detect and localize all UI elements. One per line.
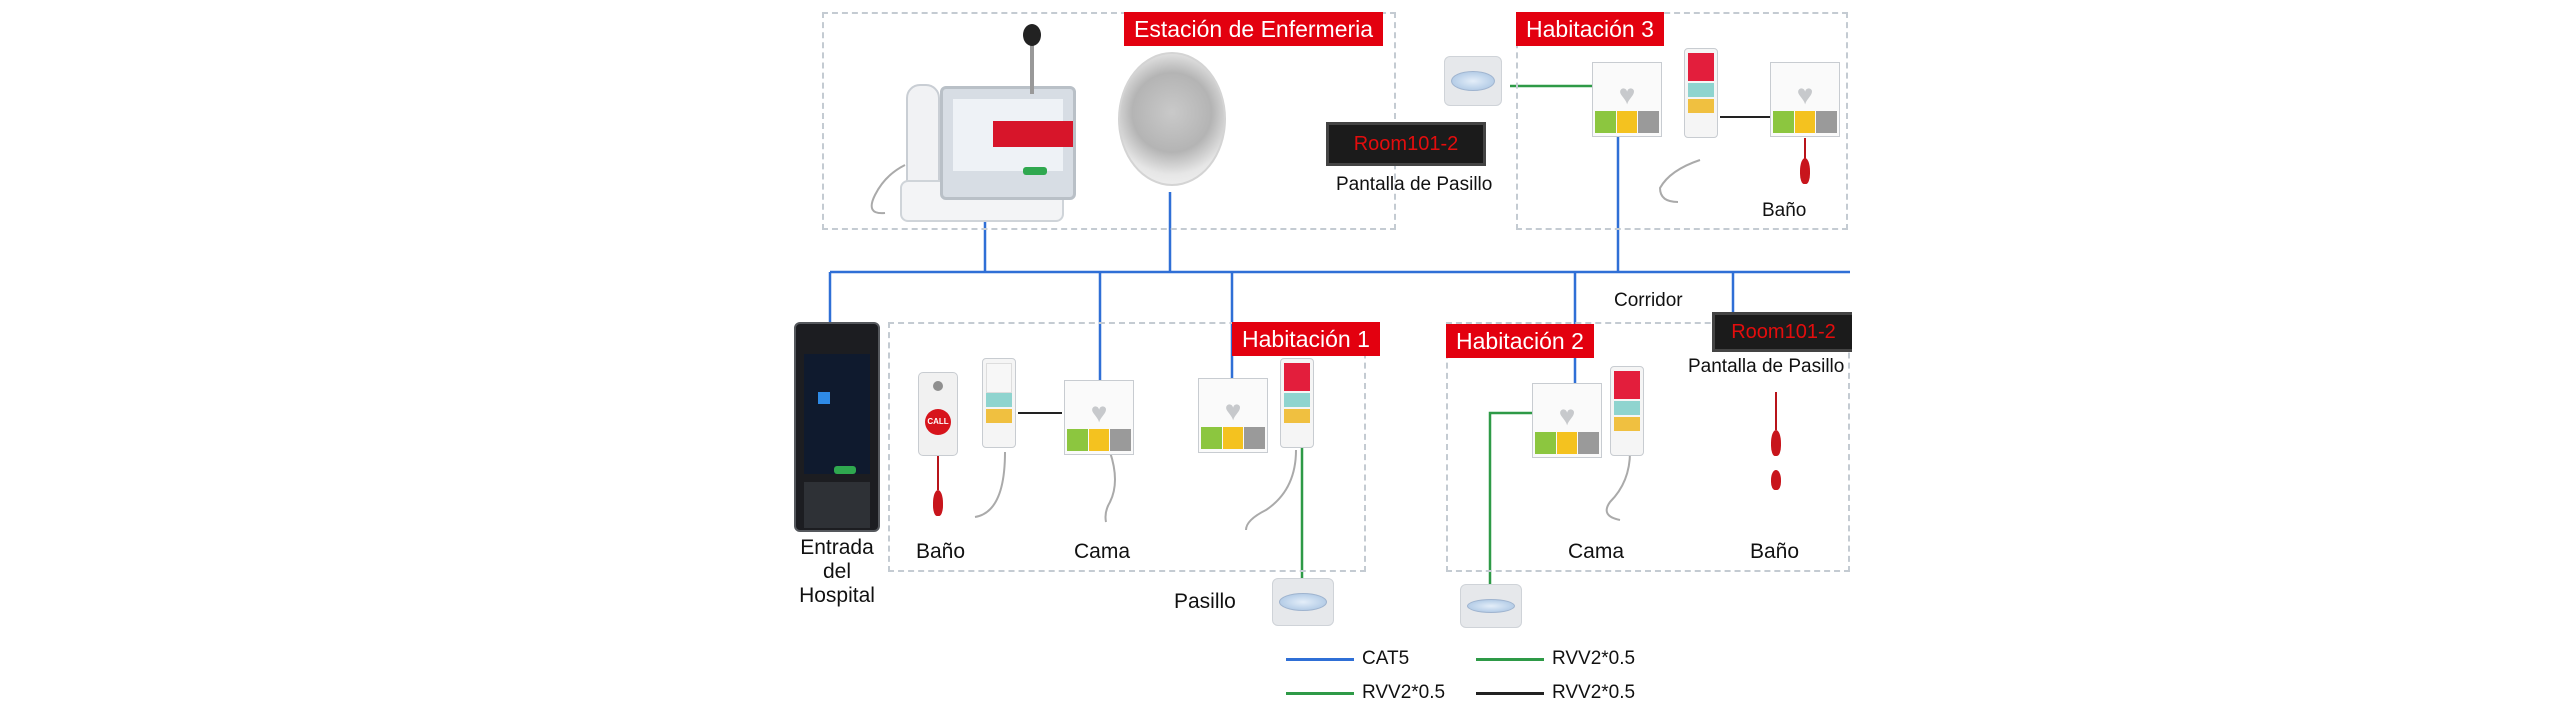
room2-bath-label: Baño [1750,540,1800,563]
corridor-display-1-caption: Pantalla de Pasillo [1336,174,1493,195]
nurse-station-frame [822,12,1396,230]
room1-title: Habitación 1 [1232,322,1380,356]
room1-bed-unit-1: ♥ [1064,380,1134,455]
console-screen [940,86,1076,200]
room2-call-handle [1610,366,1644,456]
corridor-display-1: Room101-2 [1326,122,1486,166]
legend-label-rvv-green-2: RVV2*0.5 [1362,682,1446,703]
microphone-head-icon [1023,24,1041,46]
room1-bath-call-button: CALL [918,372,958,456]
room2-bed-unit: ♥ [1532,383,1602,458]
room3-frame [1516,12,1848,230]
entrance-label-line1: Entrada [800,536,874,559]
corridor-display-2-caption: Pantalla de Pasillo [1688,356,1845,377]
gooseneck-microphone [1030,34,1034,94]
heart-icon: ♥ [1224,395,1242,426]
room3-coiled-cord [1658,159,1701,203]
nurse-station-title: Estación de Enfermeria [1124,12,1384,46]
legend-label-rvv-black: RVV2*0.5 [1552,682,1636,703]
room1-corridor-lamp [1272,578,1334,626]
room1-bed-unit-2: ♥ [1198,378,1268,453]
legend-swatch-rvv-green-1 [1476,658,1544,661]
room3-pull-cord [1800,158,1810,184]
corridor-label: Corridor [1614,290,1683,311]
cat5-wires [828,130,1850,385]
entrance-label: Entrada del Hospital [782,536,892,608]
rvv-green-wires [1300,84,1595,590]
corridor-display-2: Room101-2 [1712,312,1852,352]
room1-call-handle [1280,358,1314,448]
heart-icon: ♥ [1558,400,1576,431]
rvv-black-wires [1018,116,1770,414]
room1-bath-label: Baño [916,540,966,563]
hospital-entrance-panel [794,322,880,532]
corridor-display-2-text: Room101-2 [1731,321,1836,343]
room3-bath-unit: ♥ [1770,62,1840,137]
legend-swatch-rvv-green-2 [1286,692,1354,695]
room1-handle-cord [1245,449,1297,531]
room2-coiled-cord [1605,451,1631,521]
rvv-room2-corridor-lamp [1488,411,1535,590]
entrance-label-line2: del [822,560,852,583]
room2-bed-label: Cama [1568,540,1625,563]
room1-frame [888,322,1366,572]
nurse-desk-console [880,24,1080,222]
room2-frame [1446,322,1850,572]
room3-title: Habitación 3 [1516,12,1664,46]
room1-bath-cord [974,451,1006,518]
heart-icon: ♥ [1796,79,1814,110]
room1-bed-label: Cama [1074,540,1131,563]
room1-coiled-cord [1104,451,1116,523]
room2-corridor-lamp [1460,584,1522,628]
heart-icon: ♥ [1090,397,1108,428]
legend-swatch-rvv-black [1476,692,1544,695]
room3-bath-label: Baño [1762,200,1807,221]
room1-bath-handle [982,358,1016,448]
room3-bed-unit: ♥ [1592,62,1662,137]
room2-pull-cord-lower [1771,470,1781,490]
room1-pull-cord [933,490,943,516]
heart-icon: ♥ [1618,79,1636,110]
room1-call-button-text: CALL [925,409,951,435]
legend-label-cat5: CAT5 [1362,648,1410,669]
console-handset [906,84,940,198]
room3-call-handle [1684,48,1718,138]
room2-pull-cord [1771,430,1781,456]
room2-title: Habitación 2 [1446,324,1594,358]
corridor-display-1-text: Room101-2 [1353,133,1459,155]
corridor-lamp-label: Pasillo [1174,590,1236,613]
room3-corridor-lamp [1444,56,1502,106]
coiled-cords [870,159,1701,531]
legend-swatch-cat5 [1286,658,1354,661]
ceiling-speaker [1118,52,1226,186]
legend-label-rvv-green-1: RVV2*0.5 [1552,648,1636,669]
entrance-label-line3: Hospital [799,584,875,607]
console-coiled-cord [870,164,906,215]
